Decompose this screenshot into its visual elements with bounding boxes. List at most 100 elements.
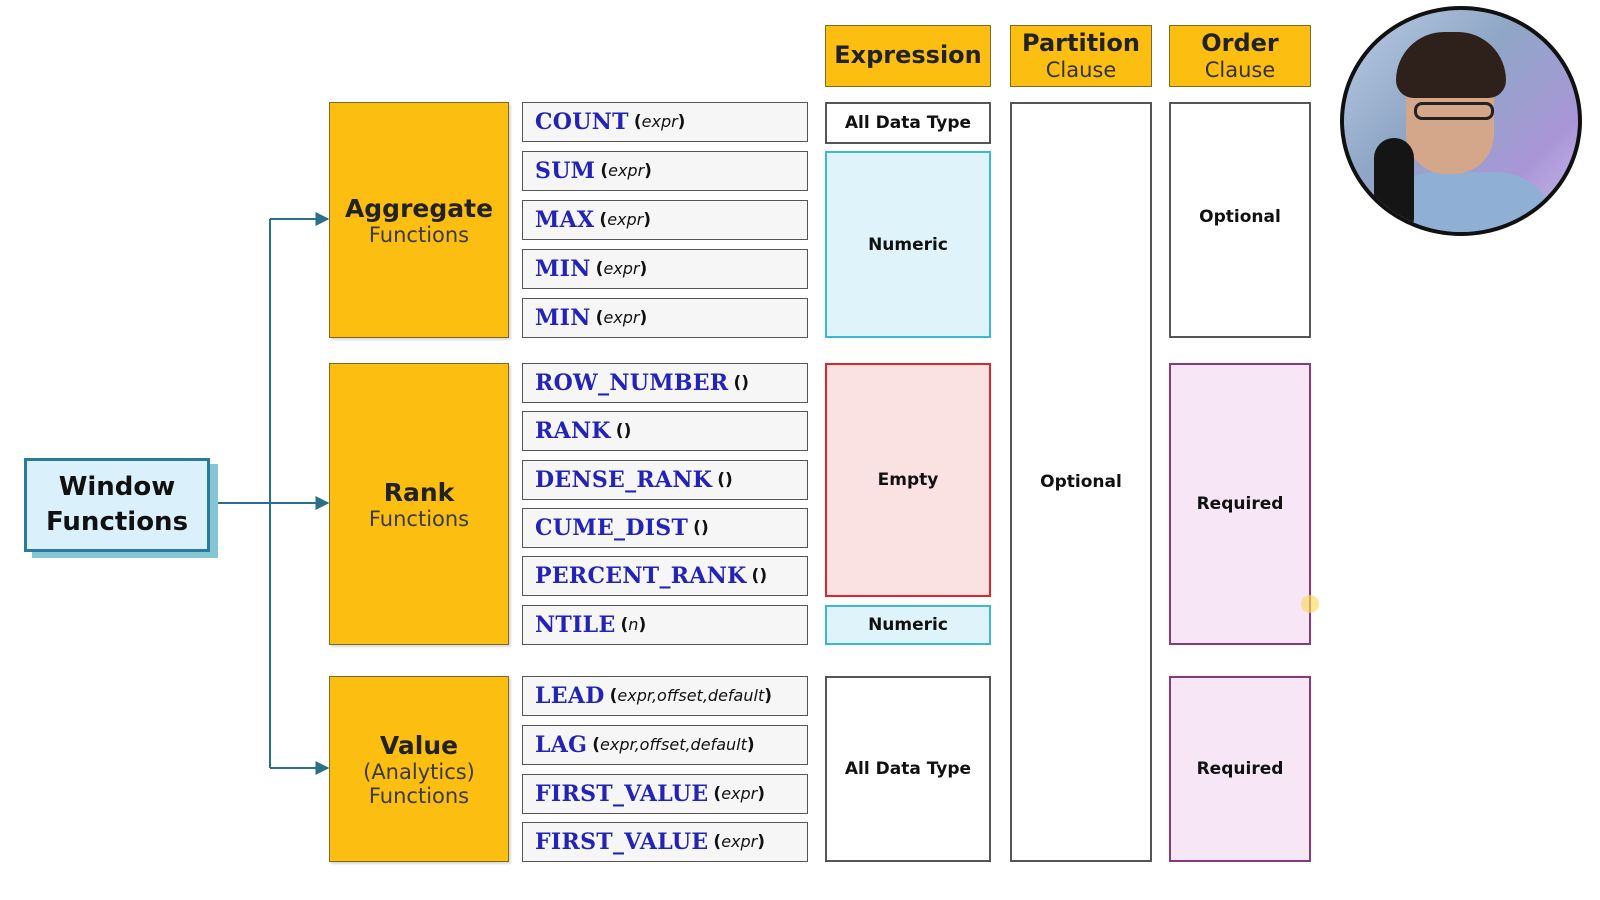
arg-text: n: [628, 615, 639, 634]
paren-open: (: [633, 112, 642, 132]
function-args: (expr): [599, 210, 651, 230]
function-row-dense-rank: DENSE_RANK (): [522, 460, 808, 500]
paren-open: (: [592, 735, 601, 755]
function-name: SUM: [535, 158, 596, 184]
function-args: (n): [621, 615, 647, 635]
function-args: (expr): [713, 784, 765, 804]
paren-open: (: [733, 373, 742, 393]
function-args: (): [693, 518, 709, 538]
function-row-max: MAX (expr): [522, 200, 808, 240]
paren-open: (: [615, 421, 624, 441]
paren-close: ): [638, 615, 647, 635]
arg-text: expr: [608, 161, 645, 180]
paren-close: ): [639, 259, 648, 279]
partition-optional: Optional: [1010, 102, 1152, 862]
function-args: (expr): [596, 308, 648, 328]
function-name: ROW_NUMBER: [535, 370, 729, 396]
paren-open: (: [595, 259, 604, 279]
expression-header: Expression: [825, 25, 991, 87]
function-name: MAX: [535, 207, 595, 233]
cell-text: Optional: [1040, 472, 1122, 492]
function-args: (expr,offset,default): [610, 686, 772, 706]
value-functions-box: Value (Analytics) Functions: [329, 676, 509, 862]
expression-numeric-aggregate: Numeric: [825, 151, 991, 338]
cell-text: Numeric: [868, 234, 948, 255]
presenter-webcam: [1340, 6, 1582, 236]
function-name: LEAD: [535, 683, 605, 709]
function-row-first-value: FIRST_VALUE (expr): [522, 774, 808, 814]
arg-text: expr: [641, 112, 678, 131]
function-args: (expr): [713, 832, 765, 852]
paren-close: ): [724, 470, 733, 490]
function-name: CUME_DIST: [535, 515, 689, 541]
aggregate-functions-box: Aggregate Functions: [329, 102, 509, 338]
arg-text: expr: [607, 210, 644, 229]
function-name: FIRST_VALUE: [535, 829, 709, 855]
function-args: (): [717, 470, 733, 490]
order-header-sub: Clause: [1204, 57, 1276, 82]
paren-close: ): [639, 308, 648, 328]
paren-close: ): [623, 421, 632, 441]
window-functions-node: Window Functions: [24, 458, 210, 552]
paren-close: ): [757, 832, 766, 852]
function-args: (expr): [596, 259, 648, 279]
rank-functions-box: Rank Functions: [329, 363, 509, 645]
paren-close: ): [757, 784, 766, 804]
function-row-lag: LAG (expr,offset,default): [522, 725, 808, 765]
function-name: NTILE: [535, 612, 616, 638]
paren-open: (: [717, 470, 725, 490]
function-row-ntile: NTILE (n): [522, 605, 808, 645]
paren-close: ): [746, 735, 755, 755]
value-subtitle-2: Functions: [368, 783, 470, 808]
paren-open: (: [693, 518, 701, 538]
cell-text: Required: [1196, 494, 1284, 514]
paren-open: (: [600, 161, 609, 181]
function-row-rank: RANK (): [522, 411, 808, 451]
cell-text: Optional: [1199, 207, 1281, 227]
presenter-glasses: [1414, 102, 1494, 120]
cell-text: Empty: [877, 470, 939, 490]
paren-close: ): [759, 566, 768, 586]
paren-close: ): [764, 686, 772, 706]
paren-close: ): [677, 112, 686, 132]
function-args: (expr,offset,default): [592, 735, 754, 755]
value-subtitle-1: (Analytics): [363, 759, 475, 784]
function-row-row-number: ROW_NUMBER (): [522, 363, 808, 403]
value-title: Value: [379, 730, 459, 760]
cell-text: All Data Type: [844, 113, 972, 133]
root-line1: Window: [58, 471, 176, 502]
order-required-rank: Required: [1169, 363, 1311, 645]
function-args: (): [752, 566, 768, 586]
partition-header: Partition Clause: [1010, 25, 1152, 87]
function-name: COUNT: [535, 109, 629, 135]
function-args: (expr): [634, 112, 686, 132]
function-row-min: MIN (expr): [522, 249, 808, 289]
order-required-value: Required: [1169, 676, 1311, 862]
paren-close: ): [644, 161, 652, 181]
arg-text: expr,offset,default: [600, 735, 747, 754]
function-name: PERCENT_RANK: [535, 563, 747, 589]
function-row-sum: SUM (expr): [522, 151, 808, 191]
cell-text: All Data Type: [844, 759, 972, 779]
rank-subtitle: Functions: [368, 506, 470, 531]
paren-open: (: [713, 784, 722, 804]
expression-empty-rank: Empty: [825, 363, 991, 597]
cell-text: Numeric: [868, 615, 948, 635]
paren-open: (: [609, 686, 618, 706]
aggregate-title: Aggregate: [344, 193, 494, 223]
function-args: (expr): [600, 161, 652, 181]
function-row-lead: LEAD (expr,offset,default): [522, 676, 808, 716]
partition-header-title: Partition: [1022, 29, 1140, 58]
arg-text: expr: [603, 259, 640, 278]
paren-open: (: [751, 566, 760, 586]
function-name: DENSE_RANK: [535, 467, 713, 493]
function-row-count: COUNT (expr): [522, 102, 808, 142]
cursor-highlight: [1301, 595, 1319, 613]
function-name: FIRST_VALUE: [535, 781, 709, 807]
function-row-cume-dist: CUME_DIST (): [522, 508, 808, 548]
presenter-hair: [1396, 32, 1506, 98]
function-args: (): [733, 373, 749, 393]
expression-header-title: Expression: [834, 41, 982, 70]
